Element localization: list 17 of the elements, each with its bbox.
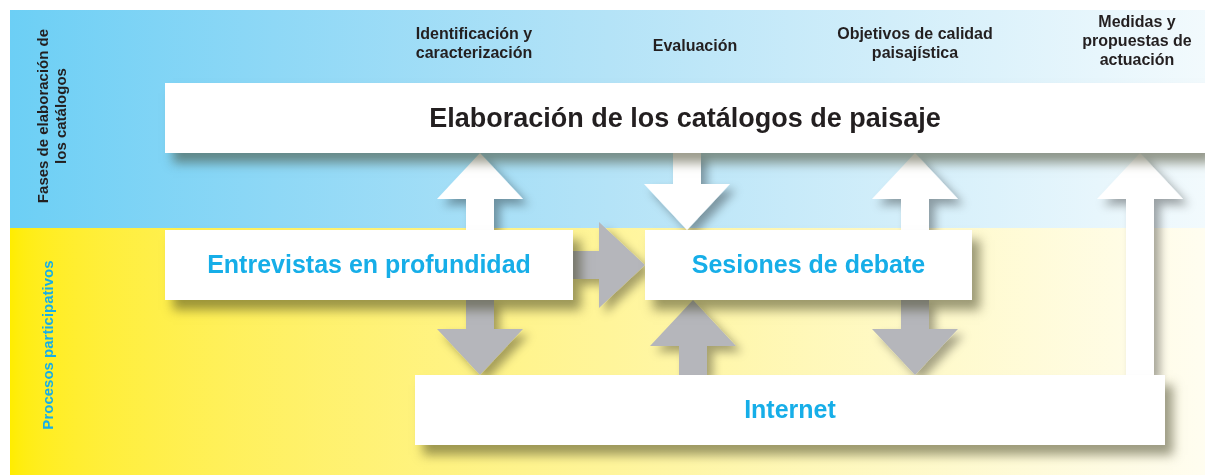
column-label: Objetivos de calidad paisajística xyxy=(836,24,994,63)
process-box: Elaboración de los catálogos de paisaje xyxy=(165,83,1205,153)
block-arrow xyxy=(872,153,958,230)
process-box: Sesiones de debate xyxy=(645,230,972,300)
column-label: Evaluación xyxy=(651,36,739,56)
row-label: Procesos participativos xyxy=(39,259,57,432)
block-arrow xyxy=(573,222,645,308)
process-box: Entrevistas en profundidad xyxy=(165,230,573,300)
block-arrow xyxy=(644,153,730,230)
column-label: Identificación y caracterización xyxy=(414,24,534,63)
block-arrow xyxy=(650,300,736,375)
column-label: Medidas y propuestas de actuación xyxy=(1081,12,1193,70)
block-arrow xyxy=(872,300,958,375)
block-arrow xyxy=(437,300,523,375)
row-label: Fases de elaboración de los catálogos xyxy=(34,27,70,206)
process-box: Internet xyxy=(415,375,1165,445)
block-arrow xyxy=(437,153,523,230)
